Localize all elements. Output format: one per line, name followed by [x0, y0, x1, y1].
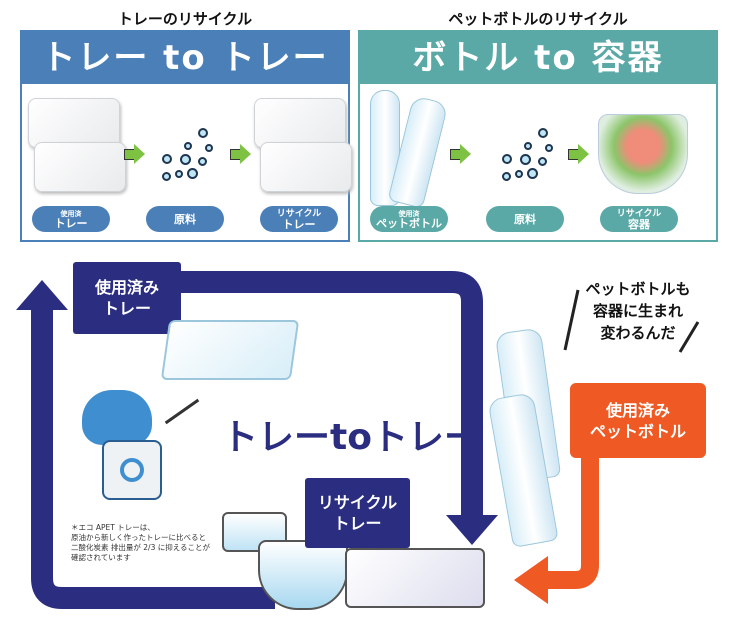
- label-line: ペットボトル: [589, 421, 686, 441]
- recycled-tray-image: [260, 142, 352, 192]
- center-title: トレーtoトレー: [222, 417, 480, 458]
- step-small-label: リサイクル: [616, 208, 662, 219]
- label-line: 使用済み: [605, 400, 670, 420]
- arrow-down-icon: [446, 515, 498, 545]
- label-line: 使用済み: [94, 278, 159, 297]
- step-material: 原料: [146, 206, 224, 232]
- label-line: リサイクル: [317, 493, 398, 512]
- label-line: トレー: [333, 514, 382, 533]
- step-small-label: 使用済: [398, 209, 420, 218]
- navy-cycle-arrow: [180, 271, 483, 520]
- panel-header: トレー to トレー: [22, 32, 348, 84]
- footnote: ＊エコ APET トレーは、 原油から新しく作ったトレーに比べると 二酸化炭素 …: [71, 523, 210, 563]
- used-tray-image: [34, 142, 126, 192]
- speech-mark: [678, 321, 700, 353]
- salad-container-image: [598, 114, 688, 194]
- speech-mark: [563, 289, 580, 351]
- navy-cycle-arrow: [31, 300, 275, 609]
- recycled-tray-image: [345, 548, 485, 608]
- mascot-dinosaur-image: [72, 390, 200, 510]
- bottle-recycle-title: ペットボトルのリサイクル: [448, 10, 628, 28]
- used-tray-image: [160, 320, 300, 380]
- step-used-bottle: 使用済ペットボトル: [370, 206, 448, 232]
- step-material: 原料: [486, 206, 564, 232]
- step-label: 原料: [174, 212, 196, 226]
- speech-line: ペットボトルも: [585, 280, 691, 298]
- arrow-left-icon: [514, 556, 548, 604]
- recycled-tray-label: リサイクルトレー: [305, 478, 410, 548]
- step-recycled-tray: リサイクルトレー: [260, 206, 338, 232]
- speech-text: ペットボトルも 容器に生まれ 変わるんだ: [578, 278, 698, 344]
- step-label: 容器: [628, 217, 650, 231]
- recycled-bowl-image: [258, 540, 348, 610]
- tray-recycle-title: トレーのリサイクル: [117, 10, 253, 28]
- used-bottle-label: 使用済みペットボトル: [570, 383, 706, 458]
- footnote-line: 原油から新しく作ったトレーに比べると: [71, 533, 206, 542]
- speech-line: 容器に生まれ: [592, 302, 683, 320]
- panel-header: ボトル to 容器: [360, 32, 716, 84]
- step-label: トレー: [54, 216, 88, 230]
- bottle-to-container-panel: ボトル to 容器 使用済ペットボトル 原料 リサイクル容器: [358, 30, 718, 242]
- footnote-line: ＊エコ APET トレーは、: [71, 523, 155, 532]
- step-label: トレー: [282, 217, 316, 231]
- footnote-line: 確認されています: [71, 553, 131, 562]
- label-line: トレー: [102, 299, 151, 318]
- step-small-label: 使用済: [60, 209, 82, 218]
- tray-to-tray-panel: トレー to トレー 使用済トレー 原料 リサイクルトレー: [20, 30, 352, 242]
- step-used-tray: 使用済トレー: [32, 206, 110, 232]
- step-recycled-container: リサイクル容器: [600, 206, 678, 232]
- step-label: 原料: [514, 212, 536, 226]
- orange-cycle-arrow: [545, 455, 599, 589]
- speech-line: 変わるんだ: [600, 324, 676, 342]
- footnote-line: 二酸化炭素 排出量が 2/3 に抑えることが: [71, 543, 210, 552]
- used-tray-label: 使用済みトレー: [73, 262, 181, 334]
- arrow-up-icon: [16, 280, 68, 310]
- step-small-label: リサイクル: [276, 208, 322, 219]
- step-label: ペットボトル: [376, 216, 442, 230]
